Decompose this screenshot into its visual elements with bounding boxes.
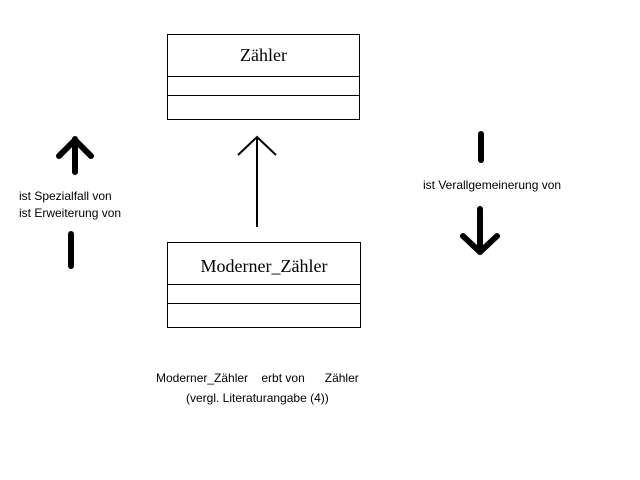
inheritance-arrow — [237, 135, 277, 227]
class-divider — [168, 95, 359, 96]
right-down-arrow — [460, 131, 500, 255]
caption-literaturangabe: (vergl. Literaturangabe (4)) — [186, 391, 329, 405]
label-ist-spezialfall-von: ist Spezialfall von — [19, 189, 112, 203]
label-ist-verallgemeinerung-von: ist Verallgemeinerung von — [423, 178, 562, 192]
class-divider — [168, 76, 359, 77]
left-up-arrow — [56, 136, 94, 269]
class-divider — [168, 284, 360, 285]
label-ist-erweiterung-von: ist Erweiterung von — [19, 206, 122, 220]
class-divider — [168, 303, 360, 304]
class-name-zaehler: Zähler — [240, 45, 287, 65]
caption-erbt-von: Moderner_Zähler erbt von Zähler — [156, 371, 359, 385]
class-box-zaehler: Zähler — [167, 34, 360, 120]
class-name-moderner-zaehler: Moderner_Zähler — [200, 256, 328, 276]
class-box-moderner-zaehler: Moderner_Zähler — [167, 242, 361, 328]
